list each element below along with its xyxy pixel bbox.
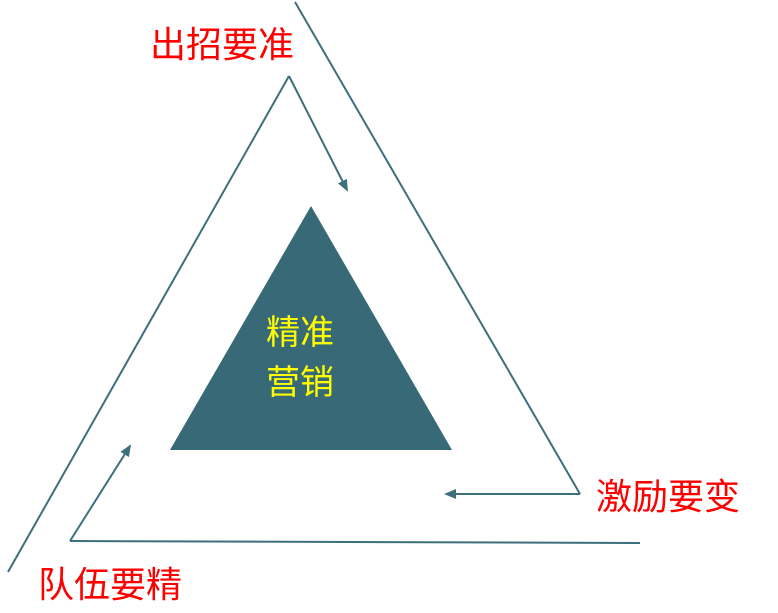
center-text-line-1: 精准	[266, 313, 334, 353]
outer-left-line	[7, 75, 290, 573]
label-bottom: 队伍要精	[38, 565, 183, 606]
outer-bottom-line	[69, 540, 641, 544]
center-triangle	[170, 206, 452, 450]
label-top: 出招要准	[150, 25, 295, 66]
top-arrow	[288, 75, 348, 192]
label-right: 激励要变	[596, 477, 741, 518]
center-text-line-2: 营销	[266, 363, 334, 403]
bottom-arrow	[69, 444, 132, 542]
outer-right-line	[294, 1, 581, 495]
